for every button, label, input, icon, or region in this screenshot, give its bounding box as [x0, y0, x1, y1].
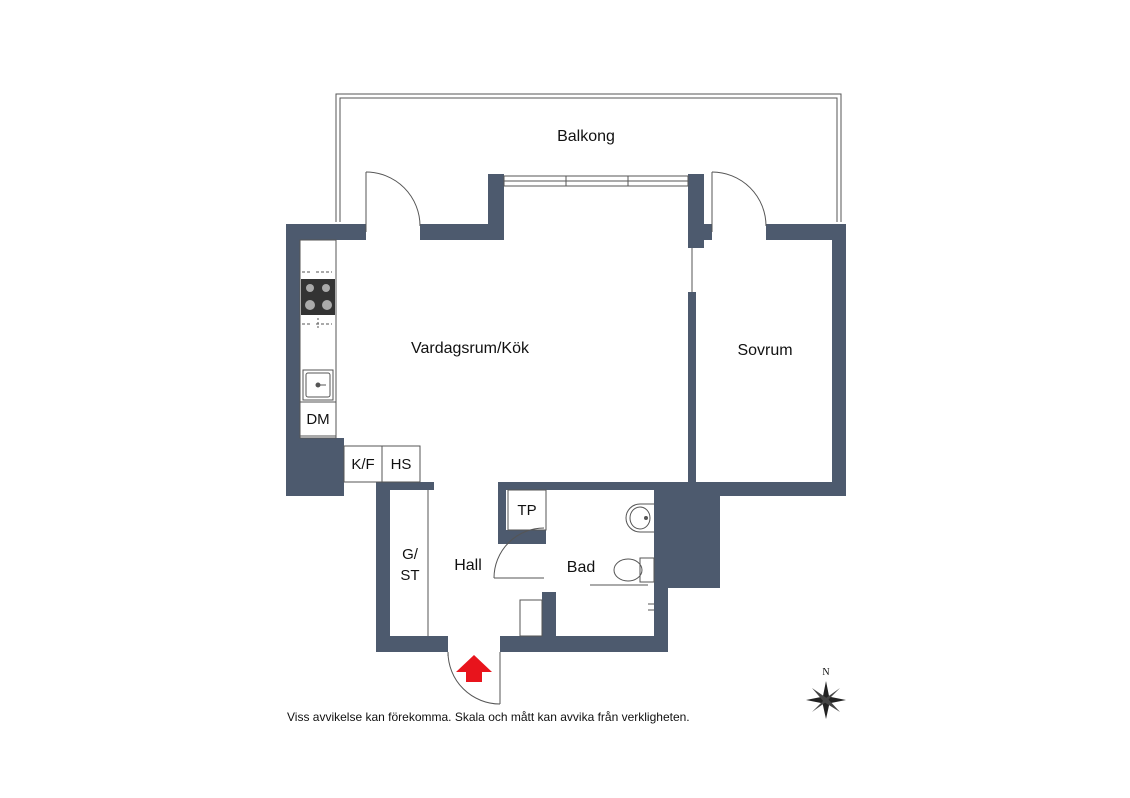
- wardrobe-label-line2: ST: [400, 567, 419, 584]
- disclaimer-text: Viss avvikelse kan förekomma. Skala och …: [287, 710, 690, 724]
- room-label-hall: Hall: [454, 557, 482, 574]
- fridge-freezer-label: K/F: [351, 456, 374, 473]
- toilet-icon: [590, 557, 655, 586]
- room-label-living-kitchen: Vardagsrum/Kök: [411, 340, 530, 357]
- dishwasher: [299, 401, 337, 437]
- balcony-outline: [335, 93, 842, 222]
- kitchen-cabinets: [343, 445, 421, 483]
- floor-drain-icon: [519, 599, 654, 637]
- room-label-bathroom: Bad: [567, 559, 595, 576]
- kitchen-counter: [299, 239, 337, 439]
- room-label-balcony: Balkong: [557, 128, 615, 145]
- dishwasher-label: DM: [306, 411, 329, 428]
- tp-closet: [507, 489, 547, 531]
- walls: [286, 174, 846, 652]
- compass-north-label: N: [822, 667, 829, 678]
- sink-icon: [302, 369, 334, 401]
- doors: [365, 171, 767, 705]
- room-label-bedroom: Sovrum: [737, 342, 792, 359]
- washbasin-icon: [625, 503, 654, 533]
- tp-label: TP: [517, 502, 536, 519]
- entrance-arrow-icon: [456, 655, 492, 682]
- compass-icon: [806, 681, 846, 719]
- balcony-window: [503, 175, 689, 187]
- cabinet-hs-label: HS: [391, 456, 412, 473]
- stove-icon: [301, 279, 335, 315]
- wardrobe-label-line1: G/: [402, 546, 419, 563]
